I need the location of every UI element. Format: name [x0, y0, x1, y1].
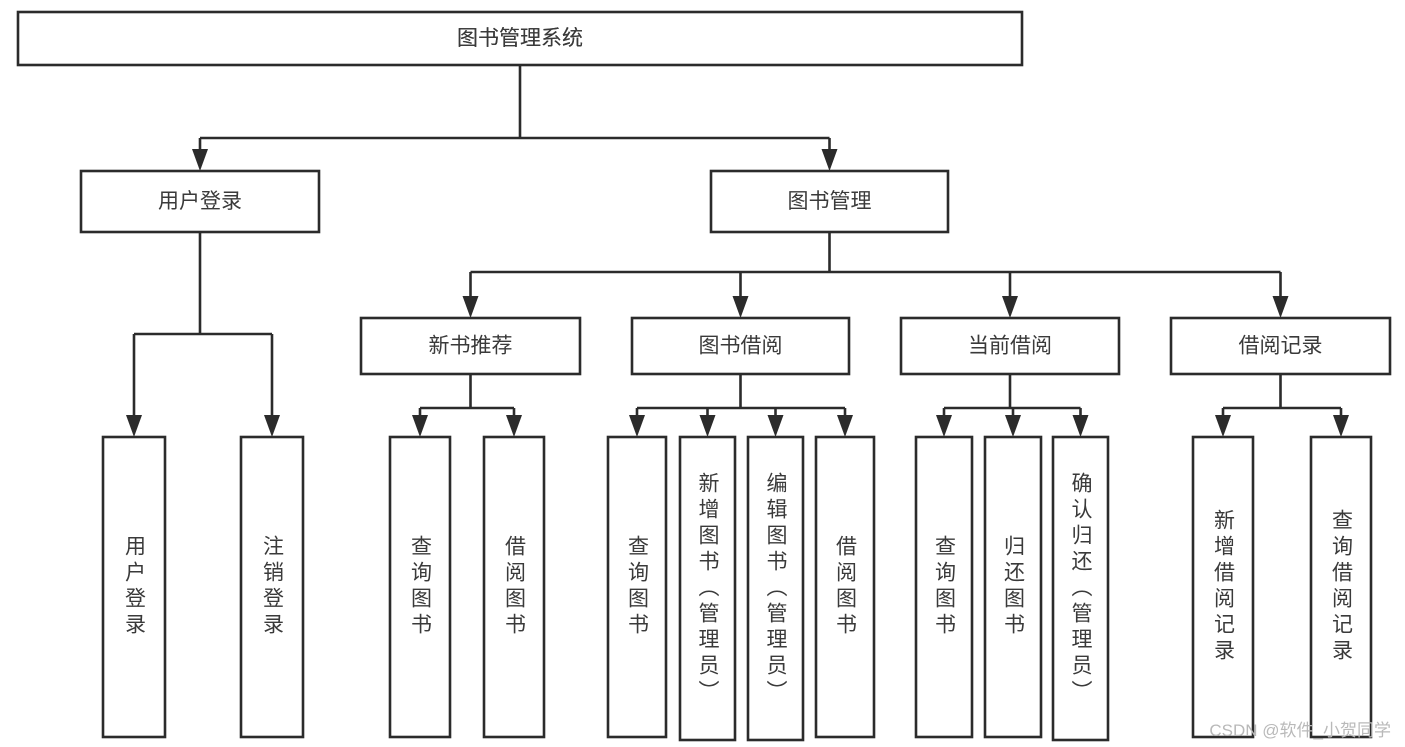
boxes-layer — [16, 10, 1392, 742]
arrow-head-icon — [1002, 296, 1018, 318]
arrow-head-icon — [936, 415, 952, 437]
node-l3-3-label: 借阅记录 — [1239, 335, 1323, 358]
arrow-head-icon — [821, 149, 838, 171]
arrow-head-icon — [462, 296, 479, 318]
arrow-head-icon — [412, 415, 428, 437]
node-l3-2[interactable] — [899, 316, 1121, 376]
arrow-head-icon — [767, 415, 784, 437]
node-leaf-5[interactable] — [678, 435, 737, 742]
node-leaf-3[interactable] — [482, 435, 546, 739]
arrow-head-icon — [1215, 415, 1231, 437]
node-l2-0-label: 用户登录 — [158, 190, 242, 213]
arrow-head-icon — [699, 415, 716, 437]
node-leaf-9[interactable] — [983, 435, 1043, 739]
node-leaf-0[interactable] — [101, 435, 167, 739]
node-root-system-label: 图书管理系统 — [457, 27, 583, 50]
node-l3-0-label: 新书推荐 — [429, 335, 513, 358]
box-labels-layer: 图书管理系统图书管理系统用户登录图书管理新书推荐图书借阅当前借阅借阅记录 — [158, 27, 1323, 358]
node-l2-0[interactable] — [79, 169, 321, 234]
node-leaf-2[interactable] — [388, 435, 452, 739]
node-leaf-8[interactable] — [914, 435, 974, 739]
arrow-head-icon — [264, 415, 280, 437]
node-root-system-label: 图书管理系统 — [457, 27, 583, 50]
node-l3-2-label: 当前借阅 — [968, 335, 1052, 358]
arrow-head-icon — [1072, 415, 1089, 437]
arrow-head-icon — [506, 415, 522, 437]
node-l3-1-label: 图书借阅 — [699, 335, 783, 358]
node-leaf-12[interactable] — [1309, 435, 1373, 739]
node-l2-1[interactable] — [709, 169, 950, 234]
arrow-head-icon — [1005, 415, 1021, 437]
connectors-layer — [126, 65, 1349, 437]
arrow-head-icon — [732, 296, 749, 318]
node-leaf-11[interactable] — [1191, 435, 1255, 739]
node-leaf-6[interactable] — [746, 435, 805, 742]
node-l2-1-label: 图书管理 — [788, 190, 872, 213]
watermark-credit: CSDN @软件_小贺同学 — [1209, 721, 1391, 740]
node-leaf-4[interactable] — [606, 435, 668, 739]
arrow-head-icon — [1272, 296, 1289, 318]
node-l3-3[interactable] — [1169, 316, 1392, 376]
node-leaf-10[interactable] — [1051, 435, 1110, 742]
node-root-system[interactable] — [16, 10, 1024, 67]
arrow-head-icon — [629, 415, 645, 437]
node-leaf-1[interactable] — [239, 435, 305, 739]
arrow-head-icon — [837, 415, 853, 437]
arrow-head-icon — [126, 415, 142, 437]
node-leaf-7[interactable] — [814, 435, 876, 739]
arrow-head-icon — [192, 149, 208, 171]
arrow-head-icon — [1333, 415, 1349, 437]
node-l3-1[interactable] — [630, 316, 851, 376]
node-l3-0[interactable] — [359, 316, 582, 376]
